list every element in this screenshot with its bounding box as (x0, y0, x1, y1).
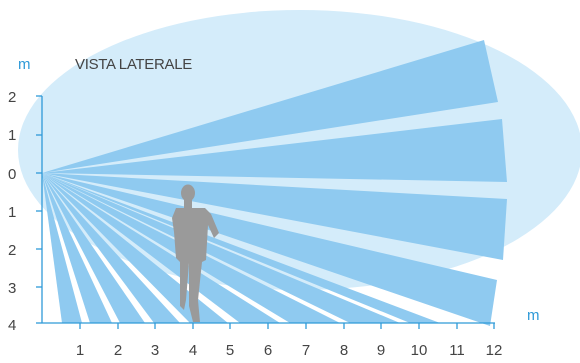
y-tick-label: 2 (8, 89, 16, 106)
axes (36, 95, 495, 329)
x-tick-label: 7 (302, 342, 310, 359)
y-unit-label: m (18, 56, 31, 73)
y-tick-label: 1 (8, 204, 16, 221)
beam (42, 40, 498, 173)
x-tick-label: 10 (411, 342, 428, 359)
beam (42, 173, 180, 323)
beam (42, 119, 507, 182)
x-tick-label: 5 (226, 342, 234, 359)
y-tick-label: 4 (8, 317, 16, 334)
x-tick-label: 11 (449, 342, 465, 359)
x-tick-label: 1 (76, 342, 84, 359)
beam (42, 173, 112, 323)
beam (42, 173, 507, 260)
beam (42, 173, 145, 323)
diagram-title: VISTA LATERALE (75, 56, 192, 73)
x-tick-label: 6 (264, 342, 272, 359)
x-tick-label: 4 (189, 342, 197, 359)
beam (42, 173, 440, 323)
beam (42, 173, 82, 323)
x-tick-label: 9 (377, 342, 385, 359)
x-tick-label: 2 (114, 342, 122, 359)
beam (42, 173, 280, 323)
y-tick-label: 2 (8, 242, 16, 259)
x-tick-label: 8 (340, 342, 348, 359)
x-unit-label: m (527, 307, 540, 324)
person-silhouette (172, 184, 219, 322)
beam (42, 173, 497, 326)
beam (42, 173, 400, 323)
x-tick-label: 12 (486, 342, 503, 359)
y-tick-label: 0 (8, 166, 16, 183)
x-tick-label: 3 (151, 342, 159, 359)
y-tick-label: 3 (8, 280, 16, 297)
y-tick-label: 1 (8, 127, 16, 144)
